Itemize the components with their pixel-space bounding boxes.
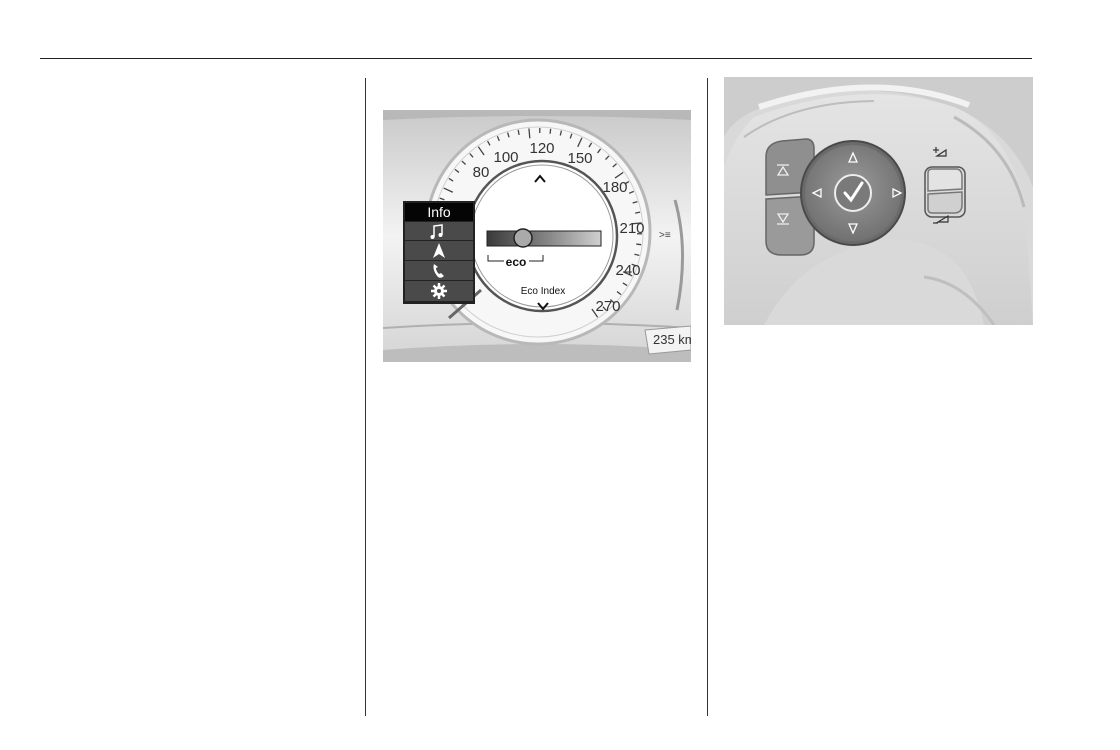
checkmark-icon (843, 181, 864, 203)
speed-tick (448, 177, 454, 182)
volume-up-icon (933, 147, 947, 157)
speed-tick (631, 222, 642, 225)
speed-label-80: 80 (473, 164, 490, 181)
info-menu-title-bg (405, 203, 473, 221)
volume-up-button[interactable] (927, 168, 963, 192)
speed-tick (602, 306, 607, 311)
column-rule-right (707, 78, 708, 716)
speed-tick (635, 211, 641, 214)
speed-label-180: 180 (602, 179, 627, 196)
right-rocker (924, 147, 966, 224)
volume-down-icon (933, 214, 949, 224)
speed-label-120: 120 (529, 140, 554, 157)
eco-index-label: Eco Index (521, 286, 565, 297)
ok-button[interactable] (834, 174, 872, 212)
column-rule-left (365, 78, 366, 716)
instrument-cluster-illustration: 80 100 120 150 180 210 240 270 >≡ eco Ec… (383, 110, 691, 362)
speed-label-240: 240 (615, 262, 640, 279)
speed-tick (569, 133, 573, 139)
speed-tick (624, 181, 630, 185)
speed-tick (631, 263, 637, 267)
speed-tick (614, 171, 624, 179)
speed-tick (487, 140, 491, 146)
speed-tick (616, 291, 622, 296)
speed-tick (622, 271, 633, 277)
d-pad (800, 140, 906, 246)
speed-tick (628, 190, 634, 194)
speed-labels: 80 100 120 150 180 210 240 270 (473, 140, 645, 315)
speed-tick (588, 142, 593, 148)
top-rule (40, 58, 1032, 59)
speed-tick (517, 129, 520, 135)
speed-tick (622, 282, 628, 287)
menu-item-music[interactable] (405, 222, 473, 240)
speed-tick (443, 187, 454, 193)
speed-tick (461, 160, 467, 165)
speed-tick (496, 136, 500, 142)
speed-tick (528, 128, 531, 139)
steering-wheel-illustration (724, 77, 1033, 325)
eco-index-indicator (513, 228, 533, 248)
speed-tick (506, 132, 510, 138)
speed-tick (591, 308, 599, 318)
page-down-button[interactable] (765, 195, 815, 256)
menu-item-phone[interactable] (405, 261, 473, 280)
speed-tick (549, 128, 552, 134)
left-arrow-button[interactable] (811, 187, 822, 199)
info-menu: Info (403, 201, 475, 304)
down-arrow-button[interactable] (847, 223, 859, 235)
speed-tick (636, 243, 642, 246)
scroll-up-icon (534, 174, 546, 183)
volume-down-button[interactable] (927, 191, 963, 214)
speed-tick (469, 153, 474, 158)
eco-index-bar (486, 230, 602, 247)
eco-label: eco (506, 255, 527, 269)
speed-tick (632, 200, 638, 204)
speed-tick (477, 146, 485, 156)
page-up-icon (776, 164, 790, 176)
speed-tick (454, 168, 460, 173)
speed-label-210: 210 (619, 220, 644, 237)
speed-tick (605, 155, 610, 161)
steering-wheel-controls-figure (724, 77, 1033, 325)
speed-tick (439, 197, 445, 201)
speed-tick (597, 148, 602, 154)
phone-icon (433, 264, 444, 278)
speed-tick (577, 137, 583, 148)
speed-tick (634, 253, 640, 257)
navigation-arrow-icon (433, 243, 445, 258)
speed-label-270: 270 (595, 298, 620, 315)
speed-tick (609, 299, 615, 304)
scroll-down-icon (537, 302, 549, 311)
speed-tick (559, 130, 563, 136)
range-label: 235 km (653, 332, 691, 347)
instrument-cluster-figure: 80 100 120 150 180 210 240 270 >≡ eco Ec… (383, 110, 691, 362)
music-note-icon (430, 224, 443, 239)
page-down-icon (776, 213, 790, 225)
speed-label-100: 100 (493, 149, 518, 166)
speed-label-150: 150 (567, 150, 592, 167)
speed-limit-marker: >≡ (659, 230, 671, 241)
info-menu-title: Info (427, 204, 451, 220)
up-arrow-button[interactable] (847, 151, 859, 163)
right-arrow-button[interactable] (892, 187, 903, 199)
gear-icon (431, 283, 447, 299)
speed-tick (612, 163, 617, 168)
